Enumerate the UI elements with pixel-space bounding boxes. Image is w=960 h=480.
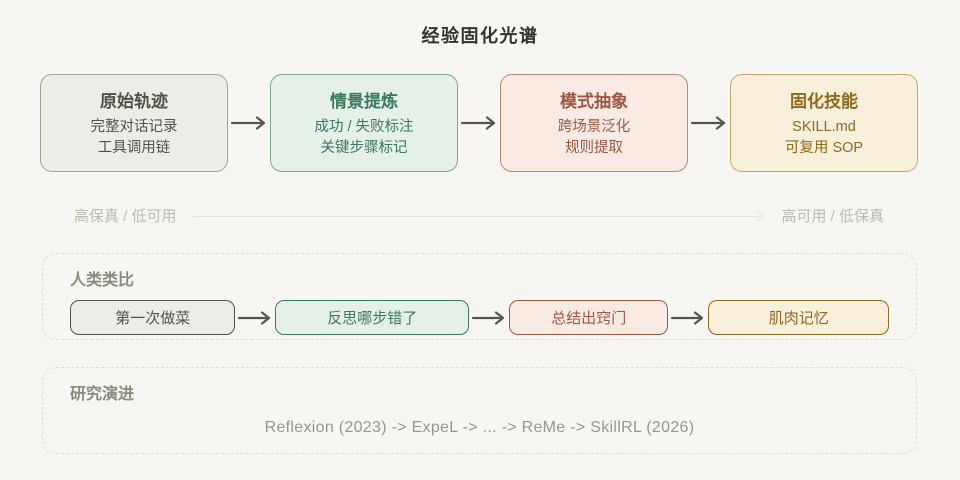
stage-solidified-skill: 固化技能 SKILL.md 可复用 SOP: [730, 74, 918, 172]
analogy-chip-summarize-trick: 总结出窍门: [509, 300, 669, 335]
stage-detail: 成功 / 失败标注: [314, 119, 414, 135]
stage-raw-trajectory: 原始轨迹 完整对话记录 工具调用链: [40, 74, 228, 172]
arrow-right-icon: [690, 116, 726, 130]
stage-title: 情景提炼: [330, 92, 398, 111]
axis-right-label: 高可用 / 低保真: [781, 208, 884, 225]
axis-left-label: 高保真 / 低可用: [74, 208, 177, 225]
stage-detail: SKILL.md: [792, 119, 856, 135]
arrow-right-icon: [671, 310, 704, 325]
stage-title: 原始轨迹: [100, 92, 168, 111]
stage-title: 模式抽象: [560, 92, 628, 111]
stage-detail: 可复用 SOP: [784, 140, 864, 156]
analogy-row: 第一次做菜 反思哪步错了 总结出窍门 肌肉记忆: [70, 300, 889, 335]
analogy-panel: 人类类比 第一次做菜 反思哪步错了 总结出窍门 肌肉记忆: [42, 253, 917, 340]
analogy-header: 人类类比: [70, 272, 135, 289]
spectrum-row: 原始轨迹 完整对话记录 工具调用链 情景提炼 成功 / 失败标注 关键步骤标记 …: [40, 74, 918, 172]
fidelity-axis: 高保真 / 低可用 高可用 / 低保真: [40, 205, 918, 226]
research-header: 研究演进: [70, 386, 135, 403]
arrow-right-icon: [230, 116, 266, 130]
analogy-chip-first-cooking: 第一次做菜: [70, 300, 236, 335]
stage-detail: 完整对话记录: [90, 119, 178, 135]
arrow-right-icon: [471, 310, 505, 325]
analogy-chip-reflect-mistake: 反思哪步错了: [275, 300, 470, 335]
stage-detail: 跨场景泛化: [557, 119, 631, 135]
stage-detail: 规则提取: [565, 140, 623, 156]
stage-detail: 关键步骤标记: [320, 140, 408, 156]
stage-pattern-abstraction: 模式抽象 跨场景泛化 规则提取: [500, 74, 688, 172]
analogy-chip-muscle-memory: 肌肉记忆: [708, 300, 889, 335]
research-timeline: Reflexion (2023) -> ExpeL -> ... -> ReMe…: [264, 419, 695, 436]
axis-arrow-icon: [192, 209, 766, 223]
stage-title: 固化技能: [790, 92, 858, 111]
stage-scenario-distillation: 情景提炼 成功 / 失败标注 关键步骤标记: [270, 74, 458, 172]
arrow-right-icon: [238, 310, 271, 325]
research-panel: 研究演进 Reflexion (2023) -> ExpeL -> ... ->…: [42, 367, 917, 454]
page-title: 经验固化光谱: [421, 26, 539, 46]
arrow-right-icon: [460, 116, 496, 130]
stage-detail: 工具调用链: [97, 140, 171, 156]
